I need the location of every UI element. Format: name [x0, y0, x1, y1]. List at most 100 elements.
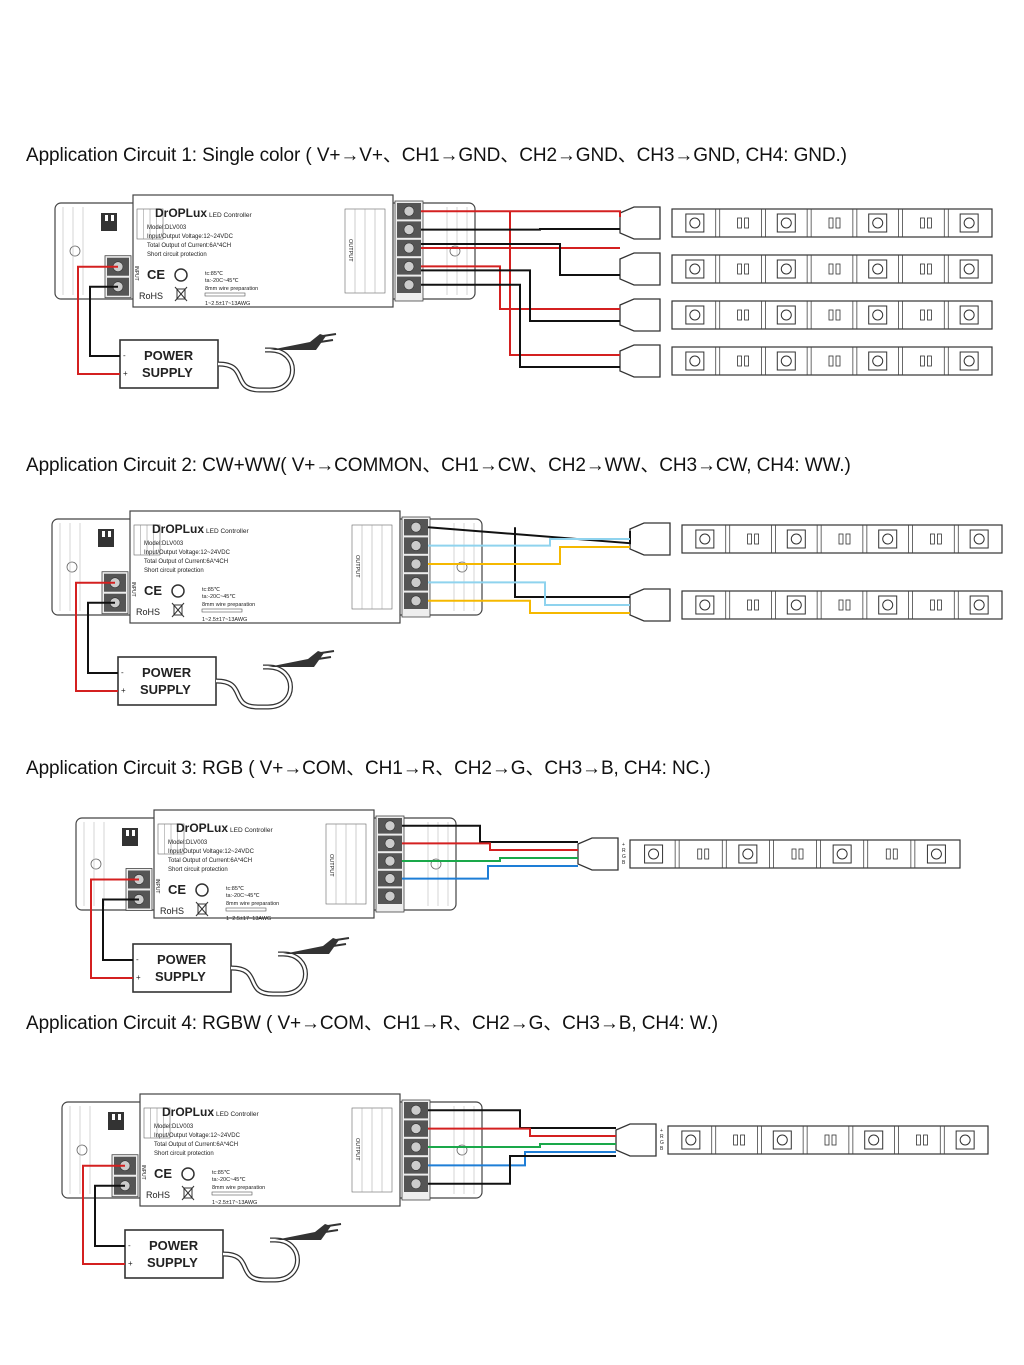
product-label: LED Controller	[206, 528, 249, 535]
led-lens	[689, 217, 701, 229]
voltage-text: Input/Output Voltage:12~24VDC	[147, 234, 234, 240]
strip-connector	[619, 298, 661, 332]
wire-prep-gauge	[211, 1191, 253, 1196]
led-strip	[629, 588, 1003, 622]
plug-pin	[324, 1229, 339, 1233]
led-chip	[644, 844, 664, 864]
output-label: OUTPUT	[354, 1138, 360, 1161]
awg-text: 1~2.5±17~13AWG	[212, 1200, 257, 1206]
led-lens	[742, 848, 754, 860]
resistor	[920, 263, 925, 275]
dip-switch	[108, 1112, 124, 1130]
resistor	[920, 309, 925, 321]
psu-positive-wire	[75, 581, 118, 692]
plug-pin	[320, 650, 335, 654]
resistor	[930, 599, 935, 611]
weee-bin-icon	[176, 288, 186, 300]
resistor	[744, 355, 749, 367]
ce-mark: CE	[168, 882, 186, 897]
terminal-screw	[410, 1123, 422, 1134]
circuit-1-heading: Application Circuit 1: Single color ( V+…	[26, 145, 847, 166]
led-lens	[959, 1134, 971, 1146]
wire-ch4-ww	[428, 599, 630, 614]
psu-plus-label: +	[121, 686, 126, 695]
resistor	[831, 1134, 837, 1146]
ta-text: ta:-20C~45℃	[212, 1177, 246, 1183]
psu-minus-label: -	[123, 351, 126, 360]
terminal-screw	[384, 890, 396, 902]
terminal-screw	[410, 558, 422, 570]
resistor	[845, 599, 851, 611]
plug-pin	[327, 1223, 342, 1227]
wire-ch3	[421, 269, 620, 322]
wire-ch3-cw	[428, 581, 630, 606]
led-chip	[685, 213, 705, 233]
rohs-mark: RoHS	[146, 1190, 170, 1200]
led-lens	[868, 1134, 880, 1146]
terminal-screw	[410, 577, 422, 588]
led-lens	[963, 263, 975, 275]
voltage-text: Input/Output Voltage:12~24VDC	[154, 1133, 241, 1139]
dip-switch	[101, 213, 117, 231]
controller-body	[129, 510, 401, 624]
terminal-screw	[403, 242, 415, 254]
weee-bin-icon	[197, 903, 207, 915]
brand-logo: DrOPLux	[155, 206, 207, 220]
dip-switch-key	[118, 1114, 121, 1120]
power-supply-label-1: POWER	[144, 348, 194, 363]
power-supply-label-1: POWER	[142, 665, 192, 680]
terminal-screw	[384, 820, 396, 832]
led-lens	[872, 309, 884, 321]
resistor	[920, 217, 925, 229]
power-supply-box	[117, 656, 217, 706]
led-lens	[872, 217, 884, 229]
resistor	[937, 599, 942, 611]
dip-switch-key	[126, 830, 129, 836]
voltage-text: Input/Output Voltage:12~24VDC	[144, 550, 231, 556]
wire-red	[428, 1127, 616, 1137]
circuit-3-heading: Application Circuit 3: RGB ( V+→COM、CH1→…	[26, 758, 711, 779]
power-supply-label-2: SUPPLY	[147, 1255, 198, 1270]
resistor	[697, 848, 703, 860]
brand-logo: DrOPLux	[162, 1105, 214, 1119]
led-lens	[872, 263, 884, 275]
power-supply-box	[132, 943, 232, 993]
output-label: OUTPUT	[347, 239, 353, 262]
resistor	[937, 533, 942, 545]
psu-plus-label: +	[136, 973, 141, 982]
wire-vplus	[421, 265, 620, 310]
power-plug	[275, 1224, 331, 1240]
led-chip	[776, 305, 796, 325]
terminal-screw	[384, 855, 396, 867]
strip-connector	[619, 206, 661, 240]
model-text: Model:DLV003	[154, 1124, 194, 1130]
product-label: LED Controller	[230, 827, 273, 834]
power-supply-label-2: SUPPLY	[142, 365, 193, 380]
resistor	[737, 309, 742, 321]
power-cord	[230, 951, 308, 997]
led-chip	[878, 595, 898, 615]
led-chip	[786, 529, 806, 549]
led-lens	[963, 309, 975, 321]
resistor	[744, 217, 749, 229]
terminal-screw	[403, 224, 415, 235]
strip-connector	[619, 344, 661, 378]
strip-connector	[629, 588, 671, 622]
model-text: Model:DLV003	[147, 225, 187, 231]
led-chip	[738, 844, 758, 864]
dip-switch-key	[132, 830, 135, 836]
led-chip	[868, 213, 888, 233]
wire-prep-text: 8mm wire preparation	[205, 286, 258, 292]
led-chip	[776, 351, 796, 371]
wire-vplus	[421, 210, 621, 217]
circuit-4-heading: Application Circuit 4: RGBW ( V+→COM、CH1…	[26, 1013, 718, 1034]
wire-green	[402, 857, 578, 862]
led-lens	[780, 309, 792, 321]
power-supply-label-1: POWER	[157, 952, 207, 967]
